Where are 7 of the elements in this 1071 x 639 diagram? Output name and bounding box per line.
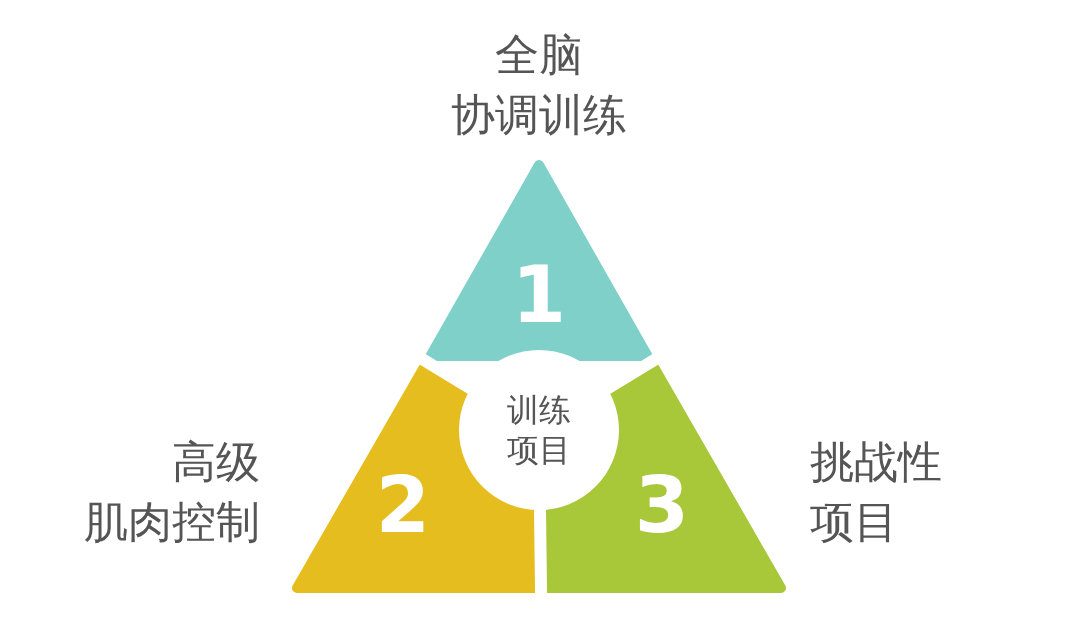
- segment-number: 2: [375, 466, 431, 544]
- center-label: 训练项目: [507, 390, 571, 470]
- segment-number: 1: [511, 256, 567, 334]
- segment-number: 3: [634, 466, 690, 544]
- segment-title: 高级肌肉控制: [84, 435, 260, 549]
- segment-title: 挑战性项目: [810, 435, 942, 549]
- segment-title: 全脑协调训练: [451, 28, 627, 142]
